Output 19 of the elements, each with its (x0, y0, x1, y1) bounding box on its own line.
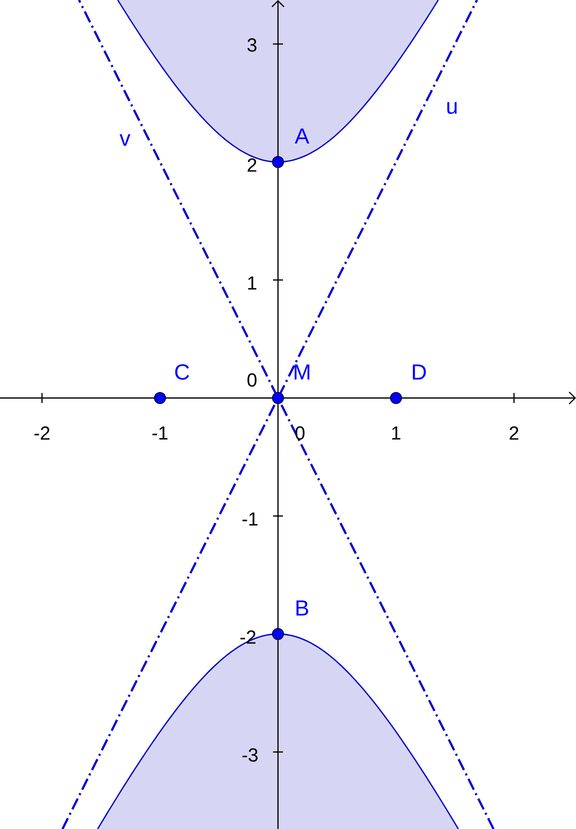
point-label: C (175, 364, 190, 380)
point-label: D (412, 364, 426, 380)
tick-label: 0 (295, 426, 305, 440)
tick-label: -2 (34, 426, 50, 440)
tick-label: -1 (152, 426, 168, 440)
tick-label: 0 (247, 373, 257, 387)
tick-label: 1 (248, 276, 256, 290)
tick-label: 1 (392, 426, 400, 440)
tick-label: -2 (240, 630, 256, 644)
tick-label: -1 (242, 512, 258, 526)
point-label: A (294, 128, 310, 144)
tick-label: 2 (510, 426, 518, 440)
curve-label: u (447, 102, 457, 114)
tick-label: -3 (242, 748, 258, 762)
tick-label: 3 (247, 38, 256, 52)
tick-label: 2 (248, 158, 256, 172)
curve-label: v (120, 134, 130, 146)
point-label: B (296, 600, 308, 616)
point-label: M (294, 364, 310, 380)
